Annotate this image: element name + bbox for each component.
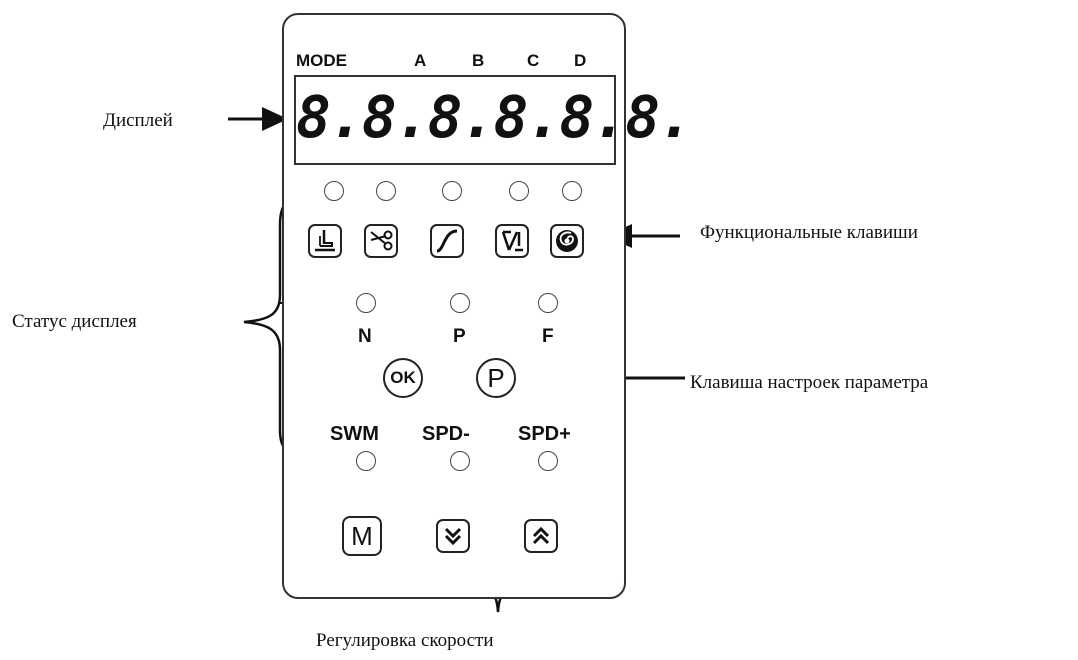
ok-button-label: OK: [390, 368, 416, 387]
annotation-function-keys: Функциональные клавиши: [700, 222, 918, 243]
speed-led-spd-plus: [538, 451, 558, 471]
spiral-icon: [556, 230, 578, 252]
status-label-p: P: [453, 326, 466, 347]
annotation-display: Дисплей: [103, 110, 173, 131]
speed-label-spd-minus: SPD-: [422, 423, 470, 445]
needle-position-icon: [501, 230, 523, 252]
scissors-icon: [370, 230, 393, 251]
status-label-n: N: [358, 326, 372, 347]
m-button-label: M: [351, 520, 373, 551]
annotation-param-key: Клавиша настроек параметра: [690, 372, 929, 393]
status-led-f: [538, 293, 558, 313]
presser-foot-icon: [315, 230, 335, 252]
mode-label-c: C: [527, 51, 540, 70]
speed-led-swm: [356, 451, 376, 471]
presser-foot-key[interactable]: [308, 224, 342, 258]
slow-start-key[interactable]: [430, 224, 464, 258]
display-arrow: [262, 107, 288, 131]
status-led-p: [450, 293, 470, 313]
mode-label-a: A: [414, 51, 427, 70]
speed-led-spd-minus: [450, 451, 470, 471]
mode-label-b: B: [472, 51, 485, 70]
control-panel: MODE A B C D 8.8.8.8.8.8.: [282, 13, 693, 599]
function-led-5: [562, 181, 582, 201]
function-led-3: [442, 181, 462, 201]
status-brace: [243, 191, 309, 460]
status-led-n: [356, 293, 376, 313]
double-chevron-up-icon: [532, 526, 550, 545]
speed-up-button[interactable]: [524, 519, 558, 553]
function-led-2: [376, 181, 396, 201]
speed-label-swm: SWM: [330, 423, 379, 445]
m-button[interactable]: M: [342, 516, 382, 556]
mode-label: MODE: [296, 51, 347, 70]
display-digits: 8.8.8.8.8.8.: [296, 83, 693, 151]
annotation-speed-adjust: Регулировка скорости: [316, 630, 494, 651]
speed-down-button[interactable]: [436, 519, 470, 553]
annotation-display-status: Статус дисплея: [12, 311, 137, 332]
needle-position-key[interactable]: [495, 224, 529, 258]
double-chevron-down-icon: [444, 527, 462, 546]
mode-label-d: D: [574, 51, 587, 70]
status-label-f: F: [542, 326, 554, 347]
thread-trim-key[interactable]: [364, 224, 398, 258]
p-button-label: P: [487, 362, 505, 393]
function-led-1: [324, 181, 344, 201]
led-display: 8.8.8.8.8.8.: [294, 75, 693, 165]
spiral-key[interactable]: [550, 224, 584, 258]
function-led-4: [509, 181, 529, 201]
speed-label-spd-plus: SPD+: [518, 423, 571, 445]
slow-start-icon: [436, 229, 458, 253]
p-button[interactable]: P: [476, 358, 516, 398]
ok-button[interactable]: OK: [383, 358, 423, 398]
